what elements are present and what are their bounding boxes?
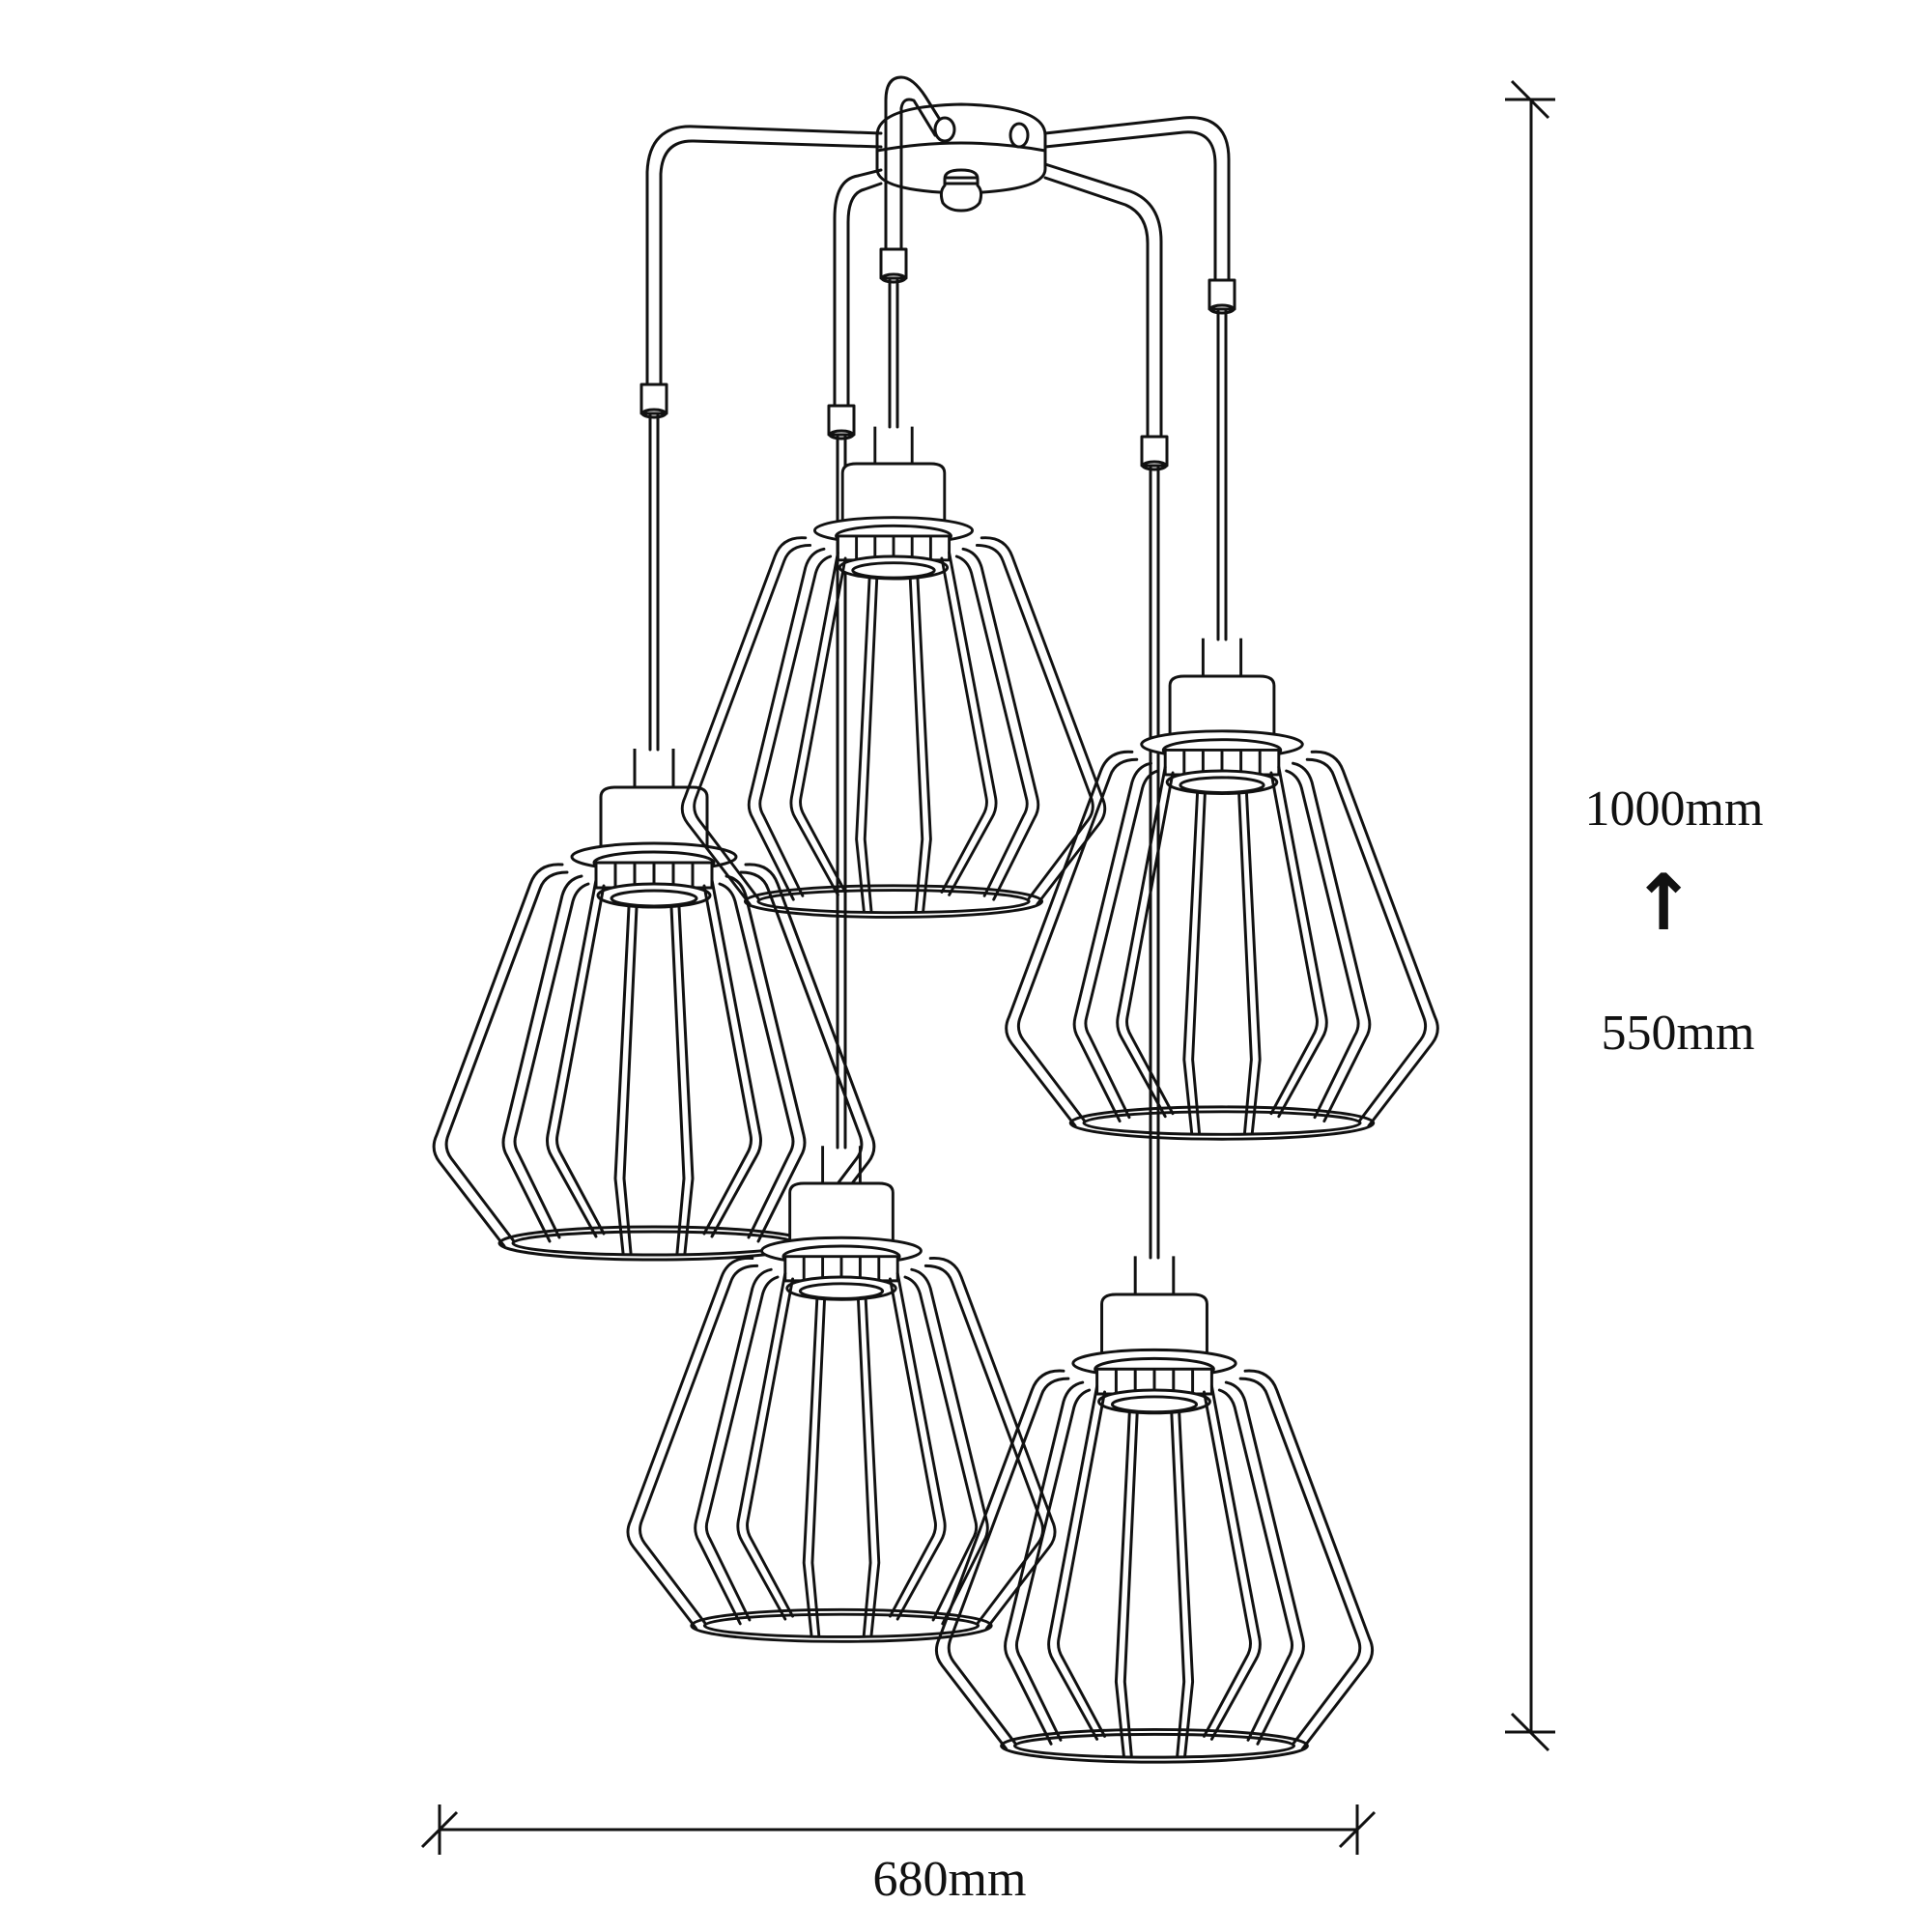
height-max-label: 1000mm (1584, 781, 1764, 837)
width-dimension-line (420, 1804, 1377, 1855)
ceiling-canopy (875, 102, 1047, 213)
width-label: 680mm (872, 1852, 1027, 1907)
arms (645, 75, 1231, 437)
height-min-label: 550mm (1601, 1006, 1755, 1061)
cords (639, 247, 1236, 1260)
adjustable-height-arrow-icon: ↑ (1631, 858, 1696, 948)
lamp-shade-top-center (680, 425, 1107, 919)
lamp-shade-bottom-center (626, 1144, 1057, 1643)
height-dimension-line (1505, 79, 1555, 1752)
lamp-shade-bottom-right (934, 1254, 1375, 1764)
